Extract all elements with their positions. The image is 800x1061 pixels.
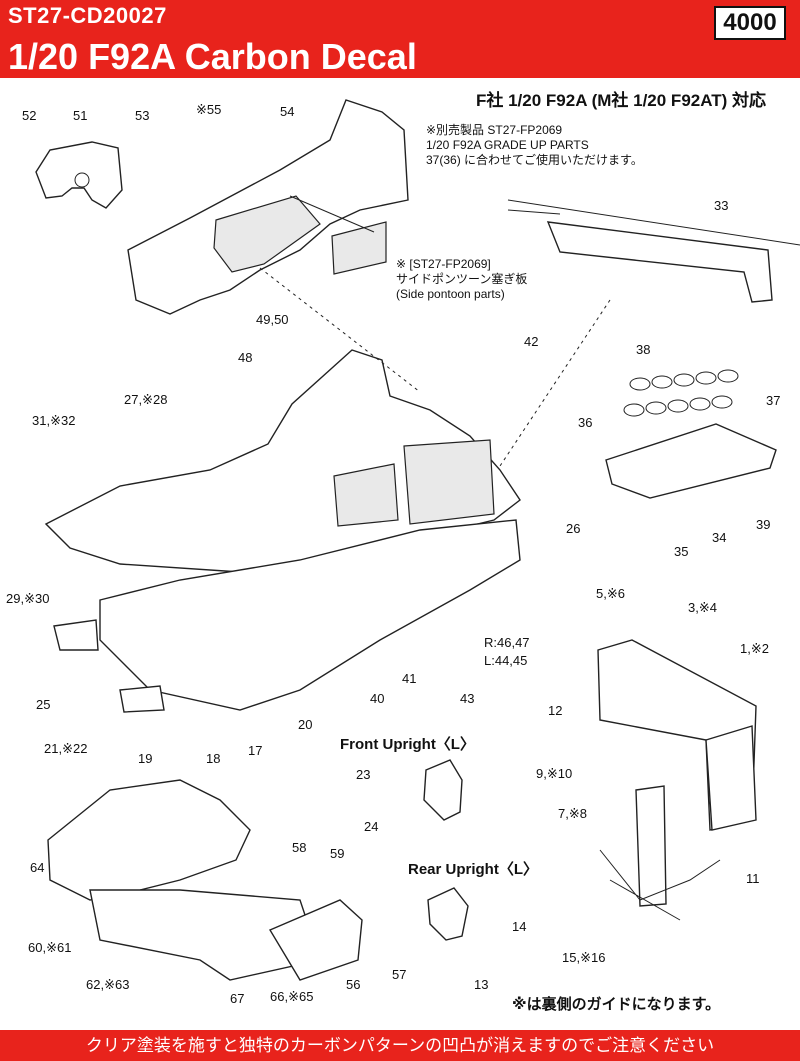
compatibility-text: F社 1/20 F92A (M社 1/20 F92AT) 対応 xyxy=(476,91,767,110)
part-label: 66,※65 xyxy=(270,989,314,1004)
part-label: 9,※10 xyxy=(536,766,573,781)
part-label: 24 xyxy=(364,819,379,834)
header-bar: ST27-CD20027 1/20 F92A Carbon Decal 4000 xyxy=(0,0,800,78)
part-front-wing-nose xyxy=(47,779,251,901)
part-label: 7,※8 xyxy=(558,806,587,821)
part-label: 42 xyxy=(524,334,539,349)
front-upright-heading: Front Upright〈L〉 xyxy=(340,736,475,753)
part-label: 25 xyxy=(36,697,51,712)
part-label: 49,50 xyxy=(256,312,289,327)
product-code: ST27-CD20027 xyxy=(8,3,167,28)
guide-note: ※は裏側のガイドになります。 xyxy=(512,996,721,1013)
grade-up-note: ※別売製品 ST27-FP2069 1/20 F92A GRADE UP PAR… xyxy=(426,123,643,167)
rear-upright xyxy=(427,887,469,941)
part-label: 57 xyxy=(392,967,407,982)
part-label: 37 xyxy=(766,393,781,408)
part-label: 60,※61 xyxy=(28,940,72,955)
front-upright xyxy=(423,759,463,821)
part-label: 35 xyxy=(674,544,689,559)
part-33 xyxy=(546,221,773,303)
part-label: 59 xyxy=(330,846,345,861)
part-label: ※55 xyxy=(196,102,222,117)
part-label: 23 xyxy=(356,767,371,782)
footer-warning: クリア塗装を施すと独特のカーボンパターンの凹凸が消えますのでご注意ください xyxy=(0,1030,800,1061)
part-label: 18 xyxy=(206,751,221,766)
part-label: 20 xyxy=(298,717,313,732)
rear-upright-heading: Rear Upright〈L〉 xyxy=(408,861,539,878)
part-label: 17 xyxy=(248,743,263,758)
part-52-53-bracket xyxy=(35,141,123,209)
part-label: 15,※16 xyxy=(562,950,606,965)
part-label: 52 xyxy=(22,108,37,123)
part-label: 1,※2 xyxy=(740,641,769,656)
part-label: 12 xyxy=(548,703,563,718)
part-label: 67 xyxy=(230,991,245,1006)
part-36-tray xyxy=(605,423,777,499)
part-label: 14 xyxy=(512,919,527,934)
part-label: 53 xyxy=(135,108,150,123)
price-box: 4000 xyxy=(714,6,786,40)
page-title: 1/20 F92A Carbon Decal xyxy=(8,36,417,77)
part-label: 34 xyxy=(712,530,727,545)
part-label: 27,※28 xyxy=(124,392,168,407)
part-label: 31,※32 xyxy=(32,413,76,428)
part-label: L:44,45 xyxy=(484,653,528,668)
part-label: 40 xyxy=(370,691,385,706)
part-label: 33 xyxy=(714,198,729,213)
part-label: 64 xyxy=(30,860,45,875)
part-label: 41 xyxy=(402,671,417,686)
part-label: 5,※6 xyxy=(596,586,625,601)
part-label: 19 xyxy=(138,751,153,766)
part-label: 39 xyxy=(756,517,771,532)
side-pontoon-note: ※ [ST27-FP2069] サイドポンツーン塞ぎ板 (Side pontoo… xyxy=(396,257,528,301)
part-label: 29,※30 xyxy=(6,591,50,606)
part-label: 56 xyxy=(346,977,361,992)
part-label: R:46,47 xyxy=(484,635,530,650)
part-label: 36 xyxy=(578,415,593,430)
part-label: 26 xyxy=(566,521,581,536)
part-label: 62,※63 xyxy=(86,977,130,992)
part-label: 11 xyxy=(746,871,760,886)
part-label: 38 xyxy=(636,342,651,357)
side-pontoon-plate xyxy=(331,221,387,275)
part-label: 51 xyxy=(73,108,88,123)
part-label: 48 xyxy=(238,350,253,365)
part-label: 43 xyxy=(460,691,475,706)
part-label: 21,※22 xyxy=(44,741,88,756)
part-label: 58 xyxy=(292,840,307,855)
part-label: 54 xyxy=(280,104,295,119)
part-label: 3,※4 xyxy=(688,600,717,615)
part-front-wing xyxy=(89,889,321,981)
part-label: 13 xyxy=(474,977,489,992)
